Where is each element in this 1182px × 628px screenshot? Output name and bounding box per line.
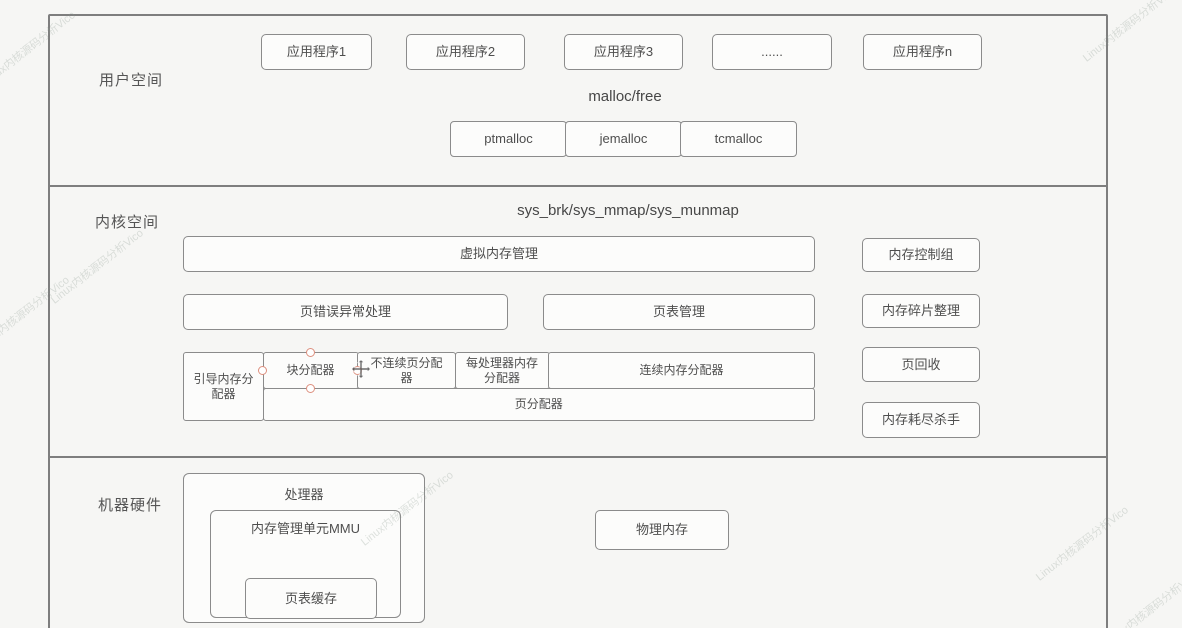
jemalloc-box[interactable]: jemalloc (565, 121, 682, 157)
contig-memory-allocator-box[interactable]: 连续内存分配器 (548, 352, 815, 389)
divider-kernel-hardware (48, 456, 1108, 458)
virtual-memory-mgmt-box[interactable]: 虚拟内存管理 (183, 236, 815, 272)
app-box-3[interactable]: 应用程序3 (564, 34, 683, 70)
memory-defrag-box[interactable]: 内存碎片整理 (862, 294, 980, 328)
kernel-space-label[interactable]: 内核空间 (95, 214, 160, 231)
app-box-1[interactable]: 应用程序1 (261, 34, 372, 70)
app-box-dots[interactable]: ...... (712, 34, 832, 70)
page-table-mgmt-box[interactable]: 页表管理 (543, 294, 815, 330)
divider-user-kernel (48, 185, 1108, 187)
watermark-text: Linux内核源码分析Vico (1103, 569, 1182, 628)
malloc-free-label[interactable]: malloc/free (588, 88, 662, 105)
page-reclaim-box[interactable]: 页回收 (862, 347, 980, 382)
diagram-outer-frame (48, 14, 1108, 628)
syscalls-label[interactable]: sys_brk/sys_mmap/sys_munmap (517, 202, 739, 219)
memory-cgroup-box[interactable]: 内存控制组 (862, 238, 980, 272)
selection-handle-top[interactable] (306, 348, 315, 357)
tcmalloc-box[interactable]: tcmalloc (680, 121, 797, 157)
hardware-label[interactable]: 机器硬件 (98, 497, 163, 514)
page-fault-box[interactable]: 页错误异常处理 (183, 294, 508, 330)
user-space-label[interactable]: 用户空间 (99, 72, 164, 89)
physical-memory-box[interactable]: 物理内存 (595, 510, 729, 550)
tlb-box[interactable]: 页表缓存 (245, 578, 377, 619)
percpu-memory-allocator-box[interactable]: 每处理器内存分配器 (454, 352, 550, 389)
app-box-2[interactable]: 应用程序2 (406, 34, 525, 70)
selection-handle-bottom[interactable] (306, 384, 315, 393)
app-box-n[interactable]: 应用程序n (863, 34, 982, 70)
move-cursor-icon (349, 358, 373, 387)
oom-killer-box[interactable]: 内存耗尽杀手 (862, 402, 980, 438)
boot-memory-allocator-box[interactable]: 引导内存分配器 (183, 352, 264, 421)
ptmalloc-box[interactable]: ptmalloc (450, 121, 567, 157)
page-allocator-box[interactable]: 页分配器 (262, 387, 815, 421)
selection-handle-left[interactable] (258, 366, 267, 375)
